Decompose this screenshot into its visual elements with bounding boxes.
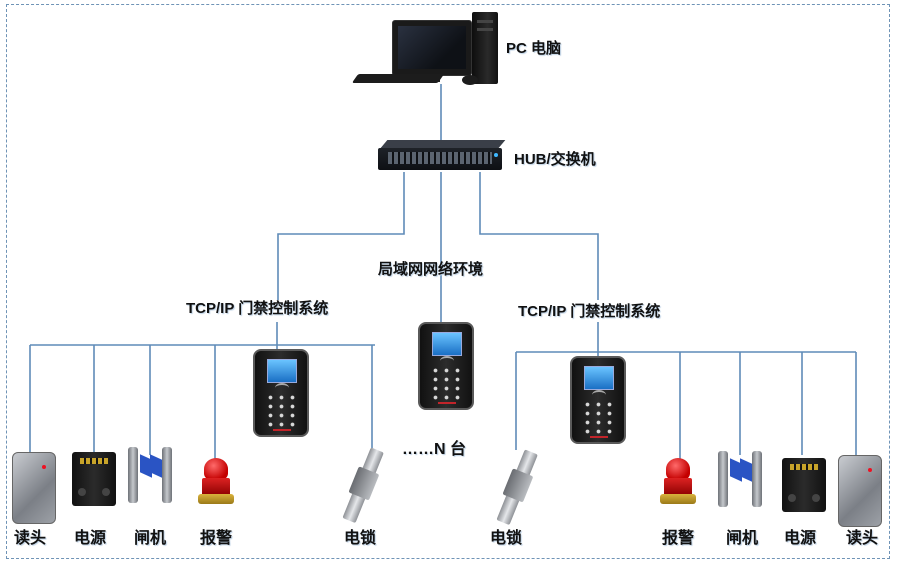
hub-label: HUB/交换机 xyxy=(514,151,596,168)
right-device-label-lock: 电锁 xyxy=(490,530,523,547)
pc-label: PC 电脑 xyxy=(506,40,562,57)
left-device-label-alarm: 报警 xyxy=(200,530,233,547)
right-device-label-gate: 闸机 xyxy=(726,530,759,547)
alarm-siren-icon xyxy=(658,458,698,508)
right-access-controller-icon xyxy=(570,356,626,444)
turnstile-gate-icon xyxy=(718,451,762,511)
pc-tower-icon xyxy=(472,12,498,84)
diagram-frame xyxy=(6,4,890,559)
power-supply-icon xyxy=(72,452,116,506)
hub-to-left-wire xyxy=(277,172,405,300)
lan-label: 局域网网络环境 xyxy=(378,261,484,278)
tcp-left-label: TCP/IP 门禁控制系统 xyxy=(186,300,329,317)
left-access-controller-icon xyxy=(253,349,309,437)
left-device-label-psu: 电源 xyxy=(74,530,107,547)
left-device-label-reader: 读头 xyxy=(14,530,47,547)
right-device-label-reader: 读头 xyxy=(846,530,879,547)
left-device-label-lock: 电锁 xyxy=(344,530,377,547)
right-device-label-psu: 电源 xyxy=(784,530,817,547)
hub-to-right-wire xyxy=(479,172,599,300)
n-units-label: ……N 台 xyxy=(402,441,467,458)
card-reader-icon xyxy=(838,455,882,527)
center-access-controller-icon xyxy=(418,322,474,410)
mouse-icon xyxy=(462,75,478,85)
right-device-label-alarm: 报警 xyxy=(662,530,695,547)
network-switch-icon xyxy=(378,140,506,172)
card-reader-icon xyxy=(12,452,56,524)
turnstile-gate-icon xyxy=(128,447,172,507)
keyboard-icon xyxy=(351,74,445,83)
power-supply-icon xyxy=(782,458,826,512)
tcp-right-label: TCP/IP 门禁控制系统 xyxy=(518,303,661,320)
alarm-siren-icon xyxy=(196,458,236,508)
left-device-label-gate: 闸机 xyxy=(134,530,167,547)
pc-monitor-icon xyxy=(392,20,474,82)
